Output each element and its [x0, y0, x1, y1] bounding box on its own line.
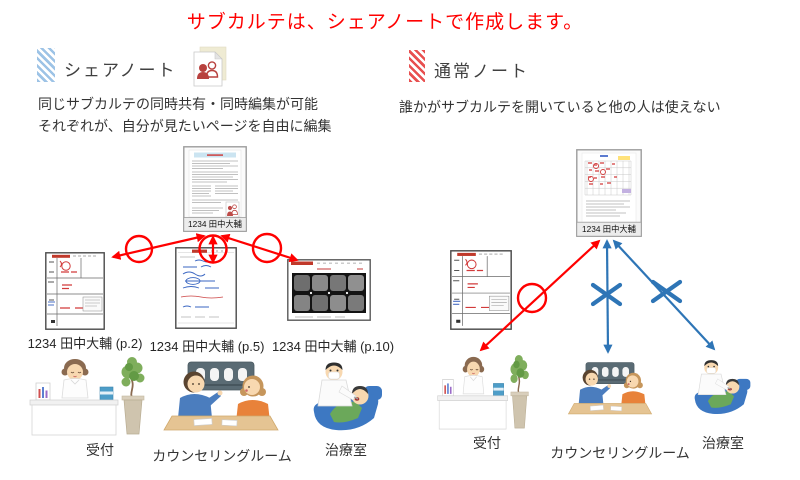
normal-master-doc-thumbnail: 1234 田中大輔 [576, 149, 642, 237]
share-page-doc-p5-label: 1234 田中大輔 (p.5) [149, 339, 265, 354]
normal-room-label-treatment: 治療室 [702, 435, 744, 451]
normal-counseling-illustration [564, 361, 656, 417]
normal-description-line1: 誰かがサブカルテを開いていると他の人は使えない [399, 99, 721, 115]
share-description-line1: 同じサブカルテの同時共有・同時編集が可能 [38, 96, 318, 112]
normal-master-doc-label: 1234 田中大輔 [582, 224, 636, 234]
normal-treatment-illustration [690, 355, 752, 417]
share-note-heading: シェアノート [64, 61, 177, 80]
share-page-doc-p2-label: 1234 田中大輔 (p.2) [27, 336, 143, 351]
share-room-label-treatment: 治療室 [325, 442, 367, 458]
share-note-document-icon [193, 46, 227, 87]
normal-open-doc-thumbnail [450, 250, 512, 330]
normal-room-label-counseling: カウンセリングルーム [550, 445, 690, 461]
share-treatment-illustration [308, 356, 384, 434]
share-note-stripe-icon [37, 48, 55, 82]
share-room-label-counseling: カウンセリングルーム [152, 448, 292, 464]
share-page-doc-p10-label: 1234 田中大輔 (p.10) [271, 339, 395, 354]
blocked-x-icon-treatment [650, 279, 683, 304]
share-highlight-circle-3 [251, 232, 283, 264]
normal-note-heading: 通常ノート [434, 62, 529, 81]
share-page-doc-p2 [45, 252, 105, 330]
share-master-doc-thumbnail: 1234 田中大輔 [183, 146, 247, 232]
normal-note-stripe-icon [409, 50, 425, 82]
share-highlight-circle-1 [124, 234, 154, 264]
normal-arrow-to-counseling [602, 239, 613, 354]
share-counseling-illustration [158, 360, 284, 434]
share-master-doc-label: 1234 田中大輔 [188, 219, 242, 229]
share-page-doc-p5 [175, 247, 237, 329]
share-reception-illustration [28, 356, 146, 436]
blocked-x-icon-counseling [590, 282, 623, 307]
page-title: サブカルテは、シェアノートで作成します。 [186, 12, 584, 33]
normal-reception-illustration [436, 354, 530, 430]
share-description-line2: それぞれが、自分が見たいページを自由に編集 [38, 118, 332, 134]
normal-room-label-reception: 受付 [473, 435, 501, 451]
normal-arrow-to-treatment [612, 239, 716, 351]
normal-highlight-circle [516, 282, 548, 314]
share-page-doc-p10 [287, 259, 371, 321]
share-room-label-reception: 受付 [86, 442, 114, 458]
